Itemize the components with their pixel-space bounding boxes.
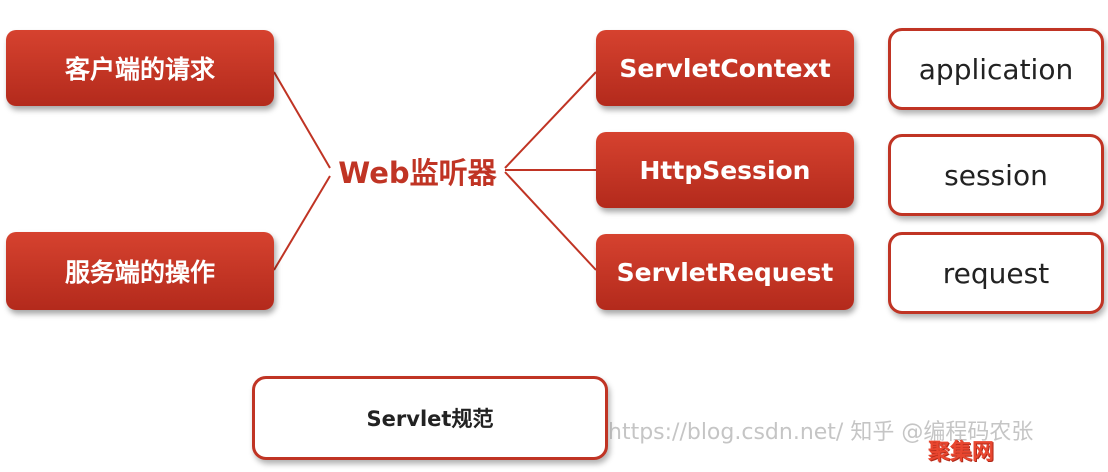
connector-center-to-servletcontext [504,71,597,169]
servletrequest-node: ServletRequest [596,234,854,310]
servletcontext-label: ServletContext [619,53,831,83]
connector-server-to-center [273,175,331,271]
connector-center-to-servletrequest [504,171,597,271]
client-request-node: 客户端的请求 [6,30,274,106]
servletcontext-node: ServletContext [596,30,854,106]
site-logo: 聚集网 [928,440,995,465]
application-scope-label: application [918,52,1074,86]
connector-client-to-center [273,71,331,169]
request-scope-label: request [942,256,1050,290]
request-scope-box: request [888,232,1104,314]
web-listener-label: Web监听器 [338,156,497,190]
application-scope-box: application [888,28,1104,110]
httpsession-label: HttpSession [639,155,811,185]
server-operation-node: 服务端的操作 [6,232,274,310]
servlet-spec-box: Servlet规范 [252,376,608,460]
httpsession-node: HttpSession [596,132,854,208]
watermark-text: https://blog.csdn.net/ 知乎 @编程码农张 [608,420,1034,445]
client-request-label: 客户端的请求 [64,55,215,84]
servlet-spec-label: Servlet规范 [366,407,494,431]
session-scope-label: session [944,158,1048,192]
server-operation-label: 服务端的操作 [64,258,215,287]
servletrequest-label: ServletRequest [616,257,834,287]
session-scope-box: session [888,134,1104,216]
